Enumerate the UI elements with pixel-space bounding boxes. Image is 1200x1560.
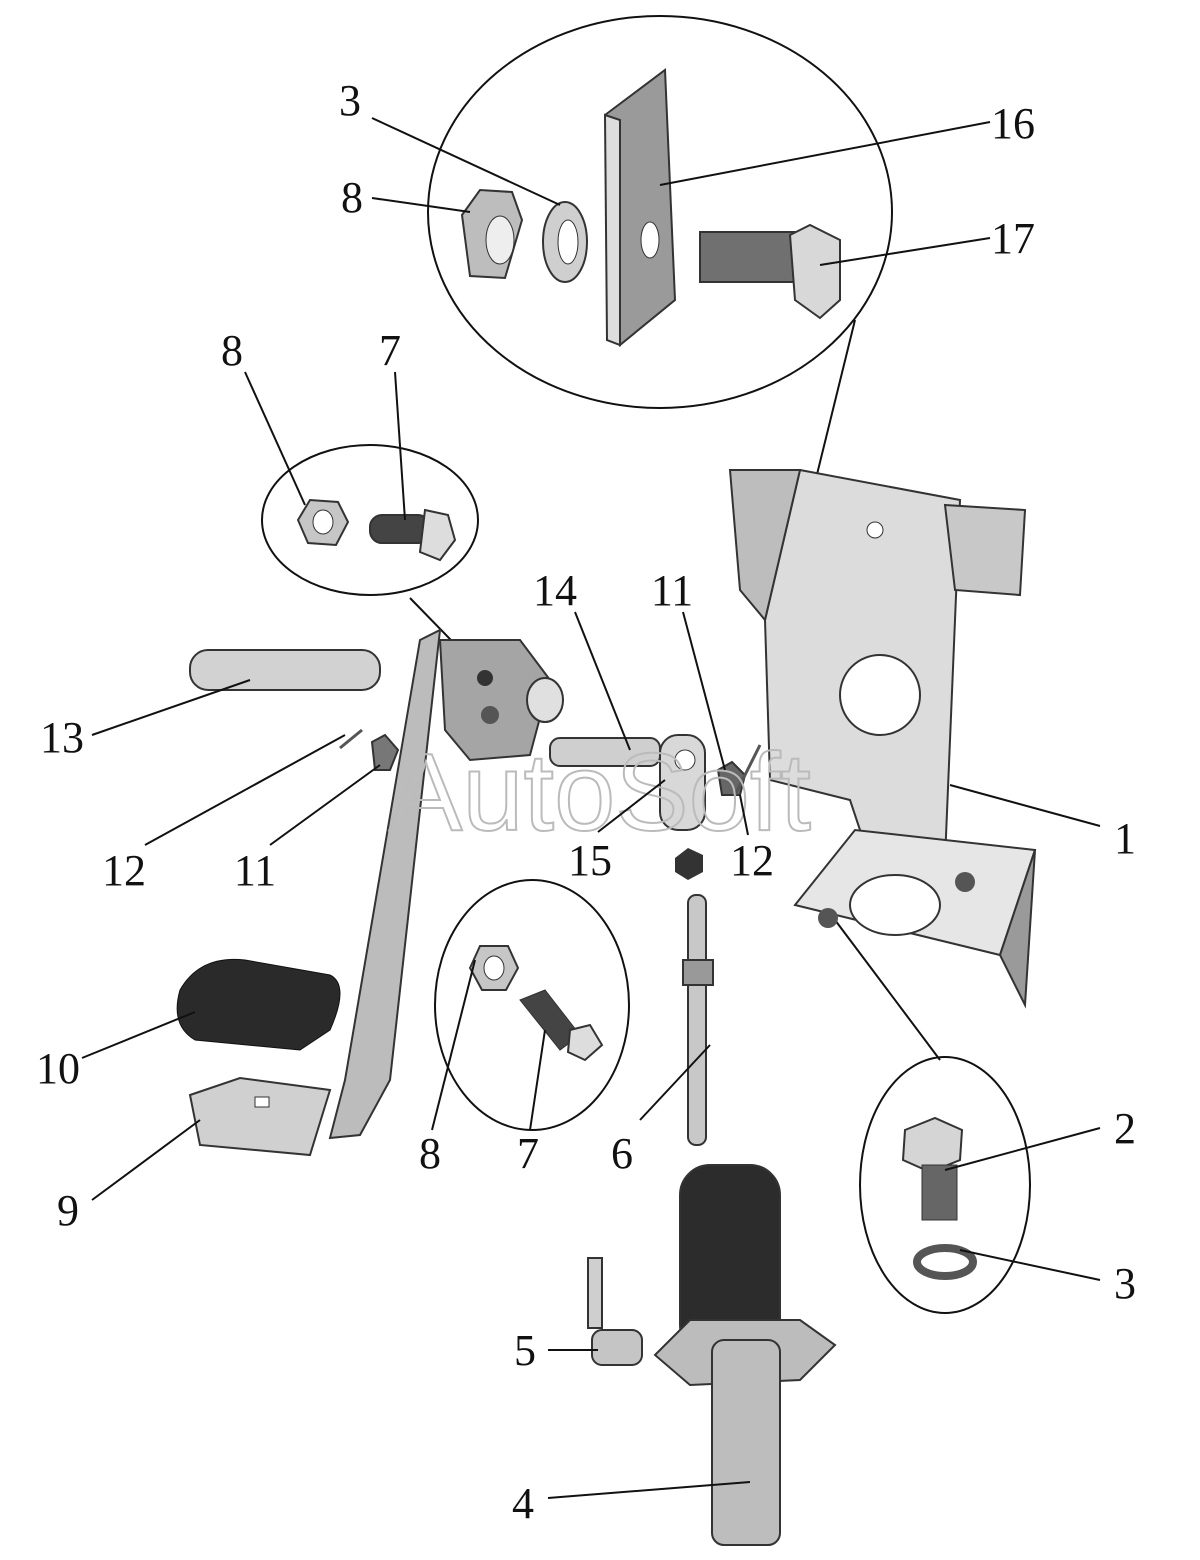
part-cotter-pin-12-right: [733, 744, 762, 796]
detail-circle-stud-middle: [434, 879, 630, 1131]
callout-7: 7: [379, 326, 401, 375]
callout-9: 9: [57, 1186, 79, 1235]
callout-8: 8: [221, 326, 243, 375]
part-locknut: [675, 848, 703, 880]
callout-16: 16: [991, 99, 1035, 148]
detail-circle-bolt-washer: [859, 1056, 1031, 1314]
part-plate-16: [603, 68, 677, 348]
part-washer-3: [542, 201, 588, 283]
callout-1: 1: [1114, 814, 1136, 863]
part-bracket-1: [728, 468, 1037, 1009]
part-nut-8: [460, 188, 524, 280]
part-stud-7-top: [369, 508, 457, 562]
part-castle-nut-11: [370, 733, 400, 771]
callout-5: 5: [514, 1326, 536, 1375]
part-cotter-pin-12: [339, 728, 363, 750]
part-shaft-13: [189, 649, 381, 691]
watermark: AutoSoft: [389, 731, 811, 854]
callout-8: 8: [419, 1129, 441, 1178]
part-washer-3-bottom: [913, 1244, 977, 1280]
part-bolt-17: [699, 223, 841, 320]
part-master-cylinder-4: [653, 1164, 837, 1546]
detail-circle-stud-top: [261, 444, 479, 596]
callout-12: 12: [730, 836, 774, 885]
callout-14: 14: [533, 566, 577, 615]
callout-13: 13: [40, 713, 84, 762]
callout-3: 3: [339, 76, 361, 125]
callout-2: 2: [1114, 1104, 1136, 1153]
detail-circle-bolt-plate: [427, 15, 893, 409]
callout-15: 15: [568, 836, 612, 885]
part-fitting-5: [587, 1257, 643, 1366]
part-rod-6: [682, 894, 714, 1146]
callout-7: 7: [517, 1129, 539, 1178]
part-bolt-2: [901, 1116, 964, 1221]
part-pedal-9: [188, 628, 564, 1157]
callout-6: 6: [611, 1129, 633, 1178]
callout-11: 11: [234, 846, 276, 895]
callout-17: 17: [991, 214, 1035, 263]
callout-10: 10: [36, 1044, 80, 1093]
callout-4: 4: [512, 1479, 534, 1528]
callout-12: 12: [102, 846, 146, 895]
callout-3: 3: [1114, 1259, 1136, 1308]
part-pedal-pad-10: [176, 958, 341, 1051]
callout-11: 11: [651, 566, 693, 615]
part-stud-7-middle: [519, 989, 604, 1062]
part-fork-15: [659, 734, 706, 831]
callout-8: 8: [341, 173, 363, 222]
detail-link-line: [834, 919, 941, 1061]
leader-lines: [81, 117, 1101, 1499]
